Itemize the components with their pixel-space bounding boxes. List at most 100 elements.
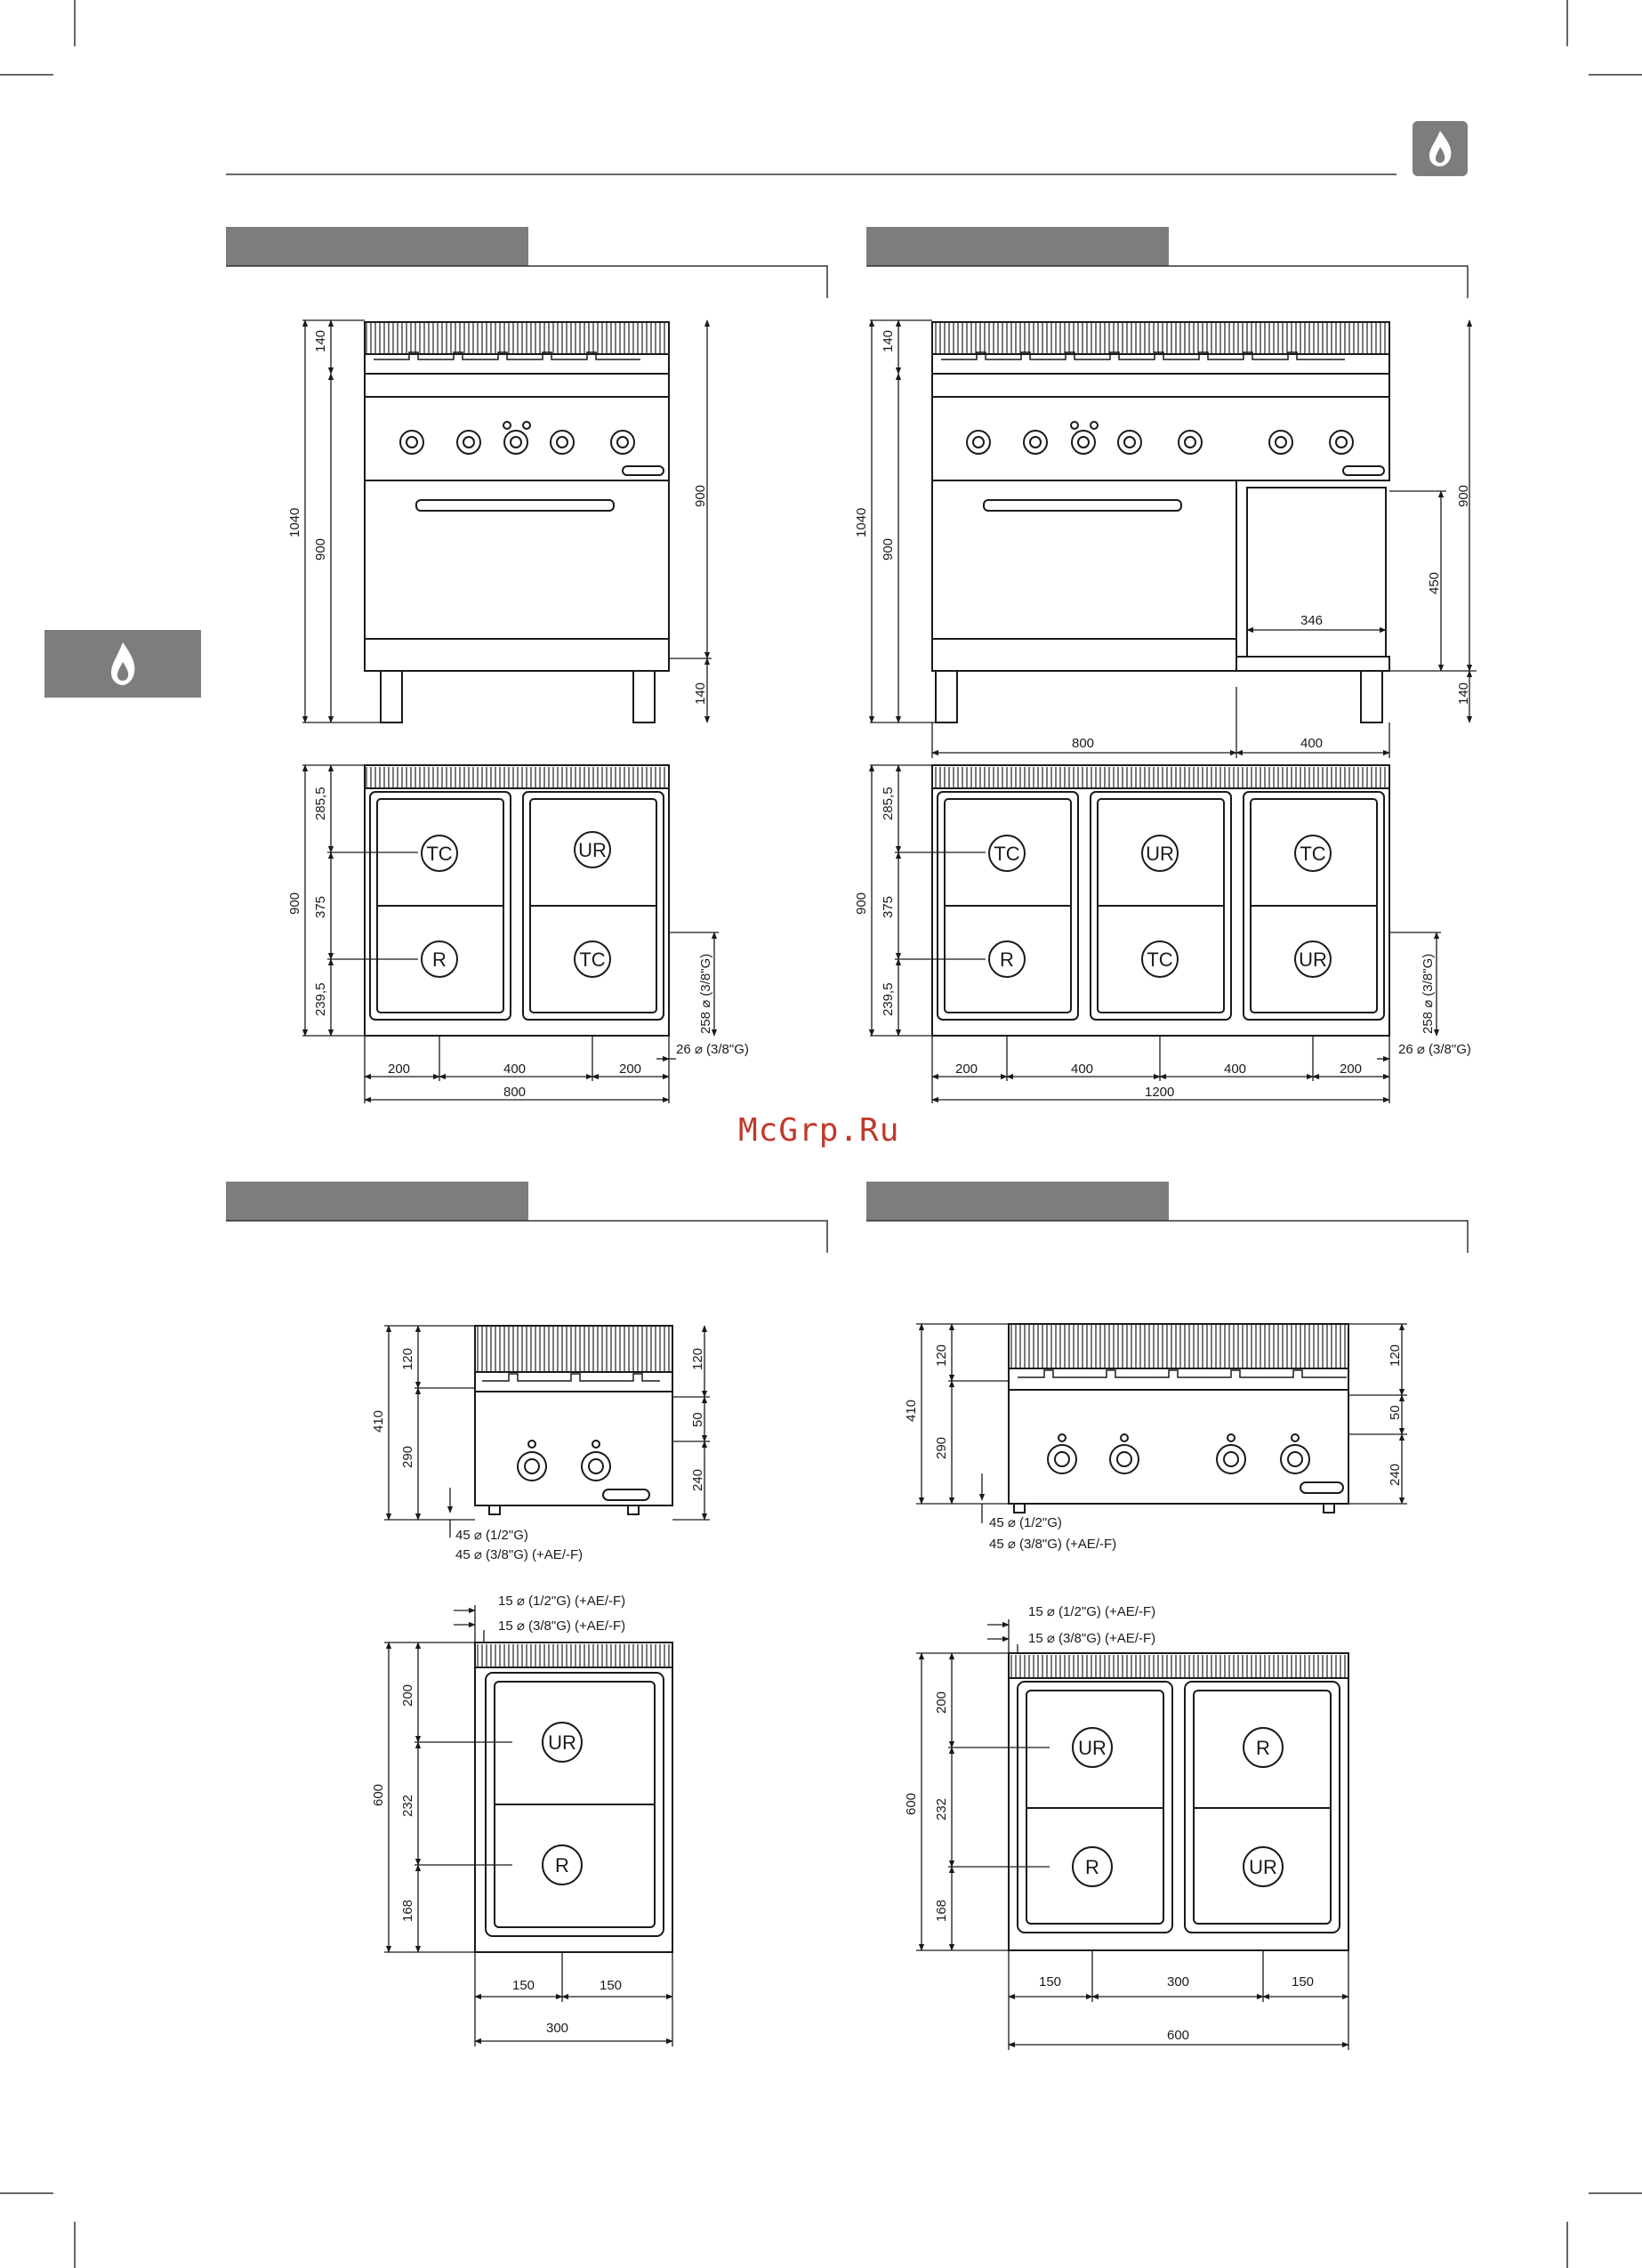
d3-gas-b: 45 ⌀ (3/8"G) (+AE/-F) [455,1547,583,1562]
d2-dim-h1040: 1040 [854,508,869,537]
d4-dim-r120: 120 [1388,1344,1403,1367]
d1-depth-3: 239,5 [313,982,328,1016]
d1-dim-r900: 900 [693,485,708,507]
section-headers [226,227,1469,1253]
d2-depth-2: 375 [881,896,896,918]
d3-dim-290: 290 [400,1446,415,1468]
d4-front-dims [916,1323,1407,1523]
d2-burner-4: R [1000,948,1014,971]
d2-burner-3: TC [1300,843,1325,865]
d4-width-total: 600 [1167,2028,1189,2043]
d1-top-dims [302,764,719,1103]
d1-depth-2: 375 [313,896,328,918]
d4-gas-b: 45 ⌀ (3/8"G) (+AE/-F) [989,1537,1116,1552]
d2-front-dims [868,319,1477,758]
d3-depth-total: 600 [371,1784,386,1806]
d2-top-dims [868,764,1441,1103]
d1-depth-total: 900 [287,892,302,915]
d3-burner-2: R [555,1854,569,1877]
d2-base-800: 800 [1072,736,1094,751]
d4-dim-120: 120 [934,1344,949,1367]
d2-gas-bottom: 26 ⌀ (3/8"G) [1398,1042,1471,1057]
gas-flame-icon [44,630,201,698]
d4-dim-r50: 50 [1388,1405,1403,1420]
d2-base-400: 400 [1300,736,1323,751]
d3-depth-1: 200 [400,1684,415,1707]
d3-dim-120: 120 [400,1348,415,1370]
d1-dim-h900: 900 [313,538,328,561]
d4-burner-3: R [1256,1737,1270,1759]
d4-depth-2: 232 [934,1798,949,1820]
d1-front-view [364,321,670,723]
d2-burner-6: UR [1299,948,1327,971]
d4-gas-d: 15 ⌀ (3/8"G) (+AE/-F) [1028,1631,1155,1646]
d2-cabinet-346: 346 [1300,613,1323,628]
d1-gas-bottom: 26 ⌀ (3/8"G) [676,1042,749,1057]
d1-burner-4: TC [579,948,605,971]
d3-dim-410: 410 [371,1410,386,1433]
d1-width-1: 200 [388,1061,410,1077]
d4-burner-1: UR [1078,1737,1107,1759]
d3-gas-c: 15 ⌀ (1/2"G) (+AE/-F) [498,1594,625,1609]
d1-burner-2: UR [578,839,607,861]
d2-width-3: 400 [1224,1061,1246,1077]
d4-width-1: 150 [1039,1974,1061,1990]
d1-dim-h140: 140 [313,330,328,352]
d4-dim-290: 290 [934,1437,949,1459]
d3-width-total: 300 [546,2021,568,2036]
d2-depth-total: 900 [854,892,869,915]
d4-gas-a: 45 ⌀ (1/2"G) [989,1515,1062,1530]
d3-top-view [474,1642,673,1953]
d4-depth-1: 200 [934,1691,949,1714]
d2-dim-h900: 900 [881,538,896,561]
d4-width-2: 300 [1167,1974,1189,1990]
d4-depth-3: 168 [934,1900,949,1922]
gas-flame-icon [1413,121,1468,176]
d2-gas-side: 258 ⌀ (3/8"G) [1421,954,1436,1034]
d2-depth-1: 285,5 [881,787,896,820]
d4-gas-c: 15 ⌀ (1/2"G) (+AE/-F) [1028,1604,1155,1619]
d2-burner-2: UR [1146,843,1174,865]
d3-gas-d: 15 ⌀ (3/8"G) (+AE/-F) [498,1618,625,1634]
d2-depth-3: 239,5 [881,982,896,1016]
d3-width-2: 150 [600,1978,622,1993]
d3-gas-a: 45 ⌀ (1/2"G) [455,1528,528,1543]
d1-burner-1: TC [426,843,452,865]
d3-dim-r240: 240 [690,1469,705,1491]
d3-top-dims [384,1605,673,2046]
d4-top-dims [916,1619,1349,2050]
d1-depth-1: 285,5 [313,787,328,820]
d1-gas-side: 258 ⌀ (3/8"G) [698,954,713,1034]
d3-burner-1: UR [548,1731,576,1754]
d2-dim-r140: 140 [1456,682,1471,705]
d3-dim-r50: 50 [690,1412,705,1427]
d2-dim-r900: 900 [1456,485,1471,507]
d2-top-view [931,764,1390,1037]
d4-top-view [1008,1652,1349,1951]
d4-front-view [1008,1323,1349,1513]
watermark: McGrp.Ru [738,1112,900,1149]
d2-burner-1: TC [994,843,1019,865]
d1-width-3: 200 [619,1061,641,1077]
d2-width-1: 200 [955,1061,978,1077]
d1-width-2: 400 [503,1061,526,1077]
d3-front-dims [384,1325,710,1538]
d2-width-4: 200 [1340,1061,1362,1077]
d2-width-2: 400 [1071,1061,1093,1077]
d3-depth-3: 168 [400,1900,415,1922]
d4-width-3: 150 [1292,1974,1314,1990]
d2-dim-r450: 450 [1427,572,1442,594]
d4-depth-total: 600 [904,1793,919,1815]
d3-depth-2: 232 [400,1795,415,1817]
d1-dim-h1040: 1040 [287,508,302,537]
d3-front-view [474,1325,673,1515]
d3-dim-r120: 120 [690,1348,705,1370]
d2-width-total: 1200 [1145,1085,1174,1100]
d4-burner-2: R [1085,1856,1099,1878]
d1-width-total: 800 [503,1085,526,1100]
d2-front-view [931,321,1390,723]
d3-width-1: 150 [512,1978,535,1993]
d4-dim-r240: 240 [1388,1464,1403,1486]
